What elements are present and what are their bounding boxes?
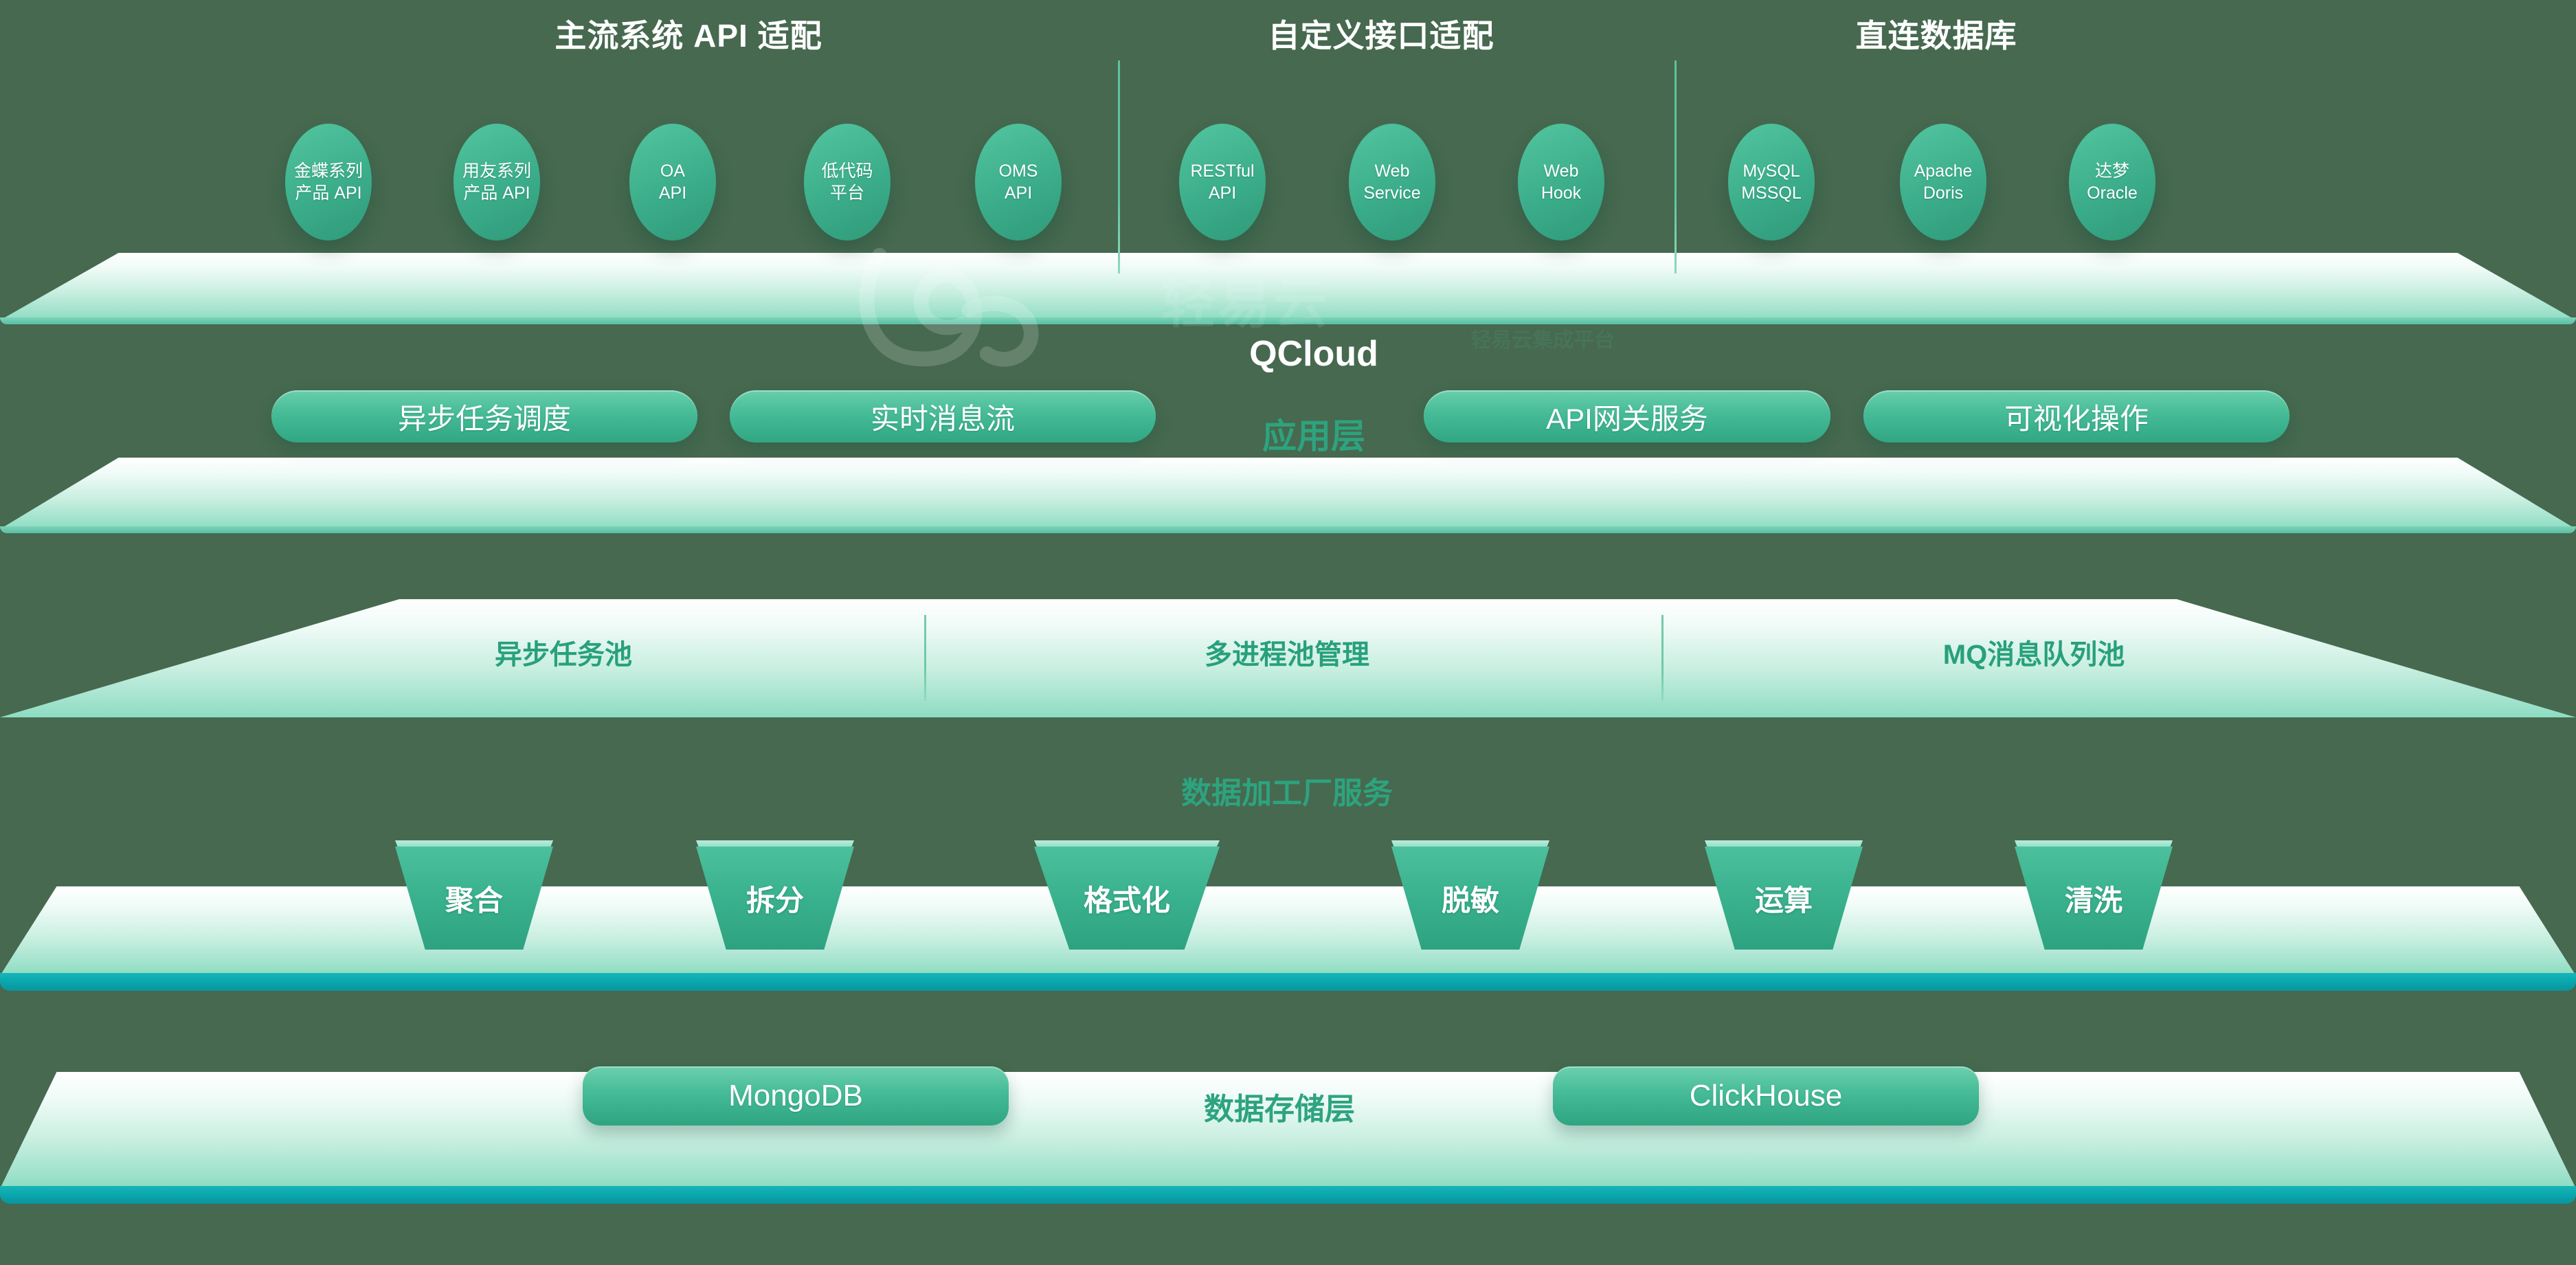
group-title-direct-database: 直连数据库 bbox=[1855, 18, 2017, 54]
source-node-label: RESTful API bbox=[1190, 161, 1255, 203]
factory-stage-label: 运算 bbox=[1754, 884, 1813, 917]
platform-surface bbox=[0, 886, 2576, 976]
factory-stage-compute[interactable]: 运算 bbox=[1705, 840, 1863, 950]
platform-pool-layer bbox=[0, 599, 2576, 717]
pool-item-label: 多进程池管理 bbox=[1205, 640, 1369, 670]
app-pill-async-task-scheduling[interactable]: 异步任务调度 bbox=[271, 390, 697, 443]
source-node-web-hook[interactable]: Web Hook bbox=[1518, 124, 1604, 240]
source-node-label: 达梦 Oracle bbox=[2087, 161, 2138, 203]
platform-text-watermark: 轻易云集成平台 bbox=[1470, 329, 1615, 352]
app-pill-label: API网关服务 bbox=[1546, 402, 1708, 435]
factory-layer-caption: 数据加工厂服务 bbox=[1181, 776, 1393, 810]
factory-stage-label: 拆分 bbox=[746, 884, 804, 917]
source-node-label: Web Hook bbox=[1541, 161, 1582, 203]
funnel-body bbox=[696, 847, 854, 950]
factory-stage-format[interactable]: 格式化 bbox=[1034, 840, 1220, 950]
storage-layer-caption: 数据存储层 bbox=[1204, 1093, 1355, 1126]
source-node-mysql-mssql[interactable]: MySQL MSSQL bbox=[1728, 124, 1815, 240]
source-node-lowcode[interactable]: 低代码 平台 bbox=[804, 124, 891, 240]
source-node-restful-api[interactable]: RESTful API bbox=[1179, 124, 1266, 240]
source-node-web-service[interactable]: Web Service bbox=[1349, 124, 1435, 240]
factory-stage-label: 聚合 bbox=[445, 884, 503, 917]
platform-factory-layer bbox=[0, 886, 2576, 976]
pool-item-multiprocess-pool[interactable]: 多进程池管理 bbox=[1205, 632, 1369, 672]
factory-stage-label: 清洗 bbox=[2064, 884, 2123, 917]
storage-item-clickhouse[interactable]: ClickHouse bbox=[1553, 1066, 1979, 1126]
platform-edge-factory bbox=[0, 973, 2576, 991]
source-node-yonyou[interactable]: 用友系列 产品 API bbox=[453, 124, 540, 240]
pool-item-mq-queue-pool[interactable]: MQ消息队列池 bbox=[1943, 632, 2125, 672]
platform-storage-layer bbox=[0, 1072, 2576, 1189]
platform-source-layer bbox=[0, 253, 2576, 320]
application-layer-caption-top: QCloud bbox=[1249, 334, 1378, 374]
platform-surface bbox=[0, 599, 2576, 717]
pool-item-async-task-pool[interactable]: 异步任务池 bbox=[495, 632, 632, 672]
factory-stage-clean[interactable]: 清洗 bbox=[2015, 840, 2173, 950]
source-node-label: Web Service bbox=[1363, 161, 1421, 203]
factory-stage-desensitize[interactable]: 脱敏 bbox=[1391, 840, 1549, 950]
source-node-oms-api[interactable]: OMS API bbox=[975, 124, 1062, 240]
funnel-body bbox=[395, 847, 553, 950]
source-node-oa-api[interactable]: OA API bbox=[629, 124, 716, 240]
storage-item-label: MongoDB bbox=[728, 1079, 863, 1112]
app-pill-visual-operation[interactable]: 可视化操作 bbox=[1863, 390, 2289, 443]
platform-application-layer bbox=[0, 458, 2576, 529]
factory-stage-label: 格式化 bbox=[1083, 884, 1170, 917]
platform-surface bbox=[0, 1072, 2576, 1189]
platform-edge-application bbox=[0, 526, 2576, 533]
pool-divider-1 bbox=[924, 615, 926, 701]
source-node-kingdee[interactable]: 金蝶系列 产品 API bbox=[285, 124, 372, 240]
source-node-label: 金蝶系列 产品 API bbox=[293, 161, 363, 203]
factory-stage-label: 脱敏 bbox=[1441, 884, 1499, 917]
source-node-label: OMS API bbox=[998, 161, 1038, 203]
source-node-label: 用友系列 产品 API bbox=[462, 161, 531, 203]
source-node-label: OA API bbox=[658, 161, 687, 203]
source-node-label: Apache Doris bbox=[1914, 161, 1973, 203]
source-node-label: MySQL MSSQL bbox=[1741, 161, 1802, 203]
factory-stage-aggregate[interactable]: 聚合 bbox=[395, 840, 553, 950]
pool-divider-2 bbox=[1661, 615, 1664, 701]
app-pill-realtime-message-stream[interactable]: 实时消息流 bbox=[730, 390, 1156, 443]
platform-edge-source bbox=[0, 317, 2576, 324]
platform-surface bbox=[0, 253, 2576, 320]
application-layer-caption: 应用层 bbox=[1262, 417, 1365, 456]
funnel-body bbox=[2015, 847, 2173, 950]
app-pill-label: 可视化操作 bbox=[2004, 402, 2149, 435]
group-title-custom-interface: 自定义接口适配 bbox=[1268, 18, 1494, 54]
app-pill-label: 异步任务调度 bbox=[397, 402, 571, 435]
storage-item-mongodb[interactable]: MongoDB bbox=[583, 1066, 1009, 1126]
funnel-body bbox=[1034, 847, 1220, 950]
storage-item-label: ClickHouse bbox=[1689, 1079, 1843, 1112]
platform-edge-storage bbox=[0, 1186, 2576, 1204]
factory-stage-split[interactable]: 拆分 bbox=[696, 840, 854, 950]
source-node-apache-doris[interactable]: Apache Doris bbox=[1900, 124, 1986, 240]
app-pill-label: 实时消息流 bbox=[870, 402, 1015, 435]
source-node-label: 低代码 平台 bbox=[821, 161, 873, 203]
funnel-body bbox=[1391, 847, 1549, 950]
app-pill-api-gateway-service[interactable]: API网关服务 bbox=[1424, 390, 1830, 443]
pool-item-label: 异步任务池 bbox=[495, 640, 632, 670]
platform-surface bbox=[0, 458, 2576, 529]
group-divider-2 bbox=[1675, 60, 1677, 273]
group-title-mainstream-api: 主流系统 API 适配 bbox=[555, 18, 822, 54]
funnel-body bbox=[1705, 847, 1863, 950]
pool-item-label: MQ消息队列池 bbox=[1942, 640, 2125, 670]
source-node-dameng-oracle[interactable]: 达梦 Oracle bbox=[2069, 124, 2155, 240]
group-divider-1 bbox=[1118, 60, 1120, 273]
